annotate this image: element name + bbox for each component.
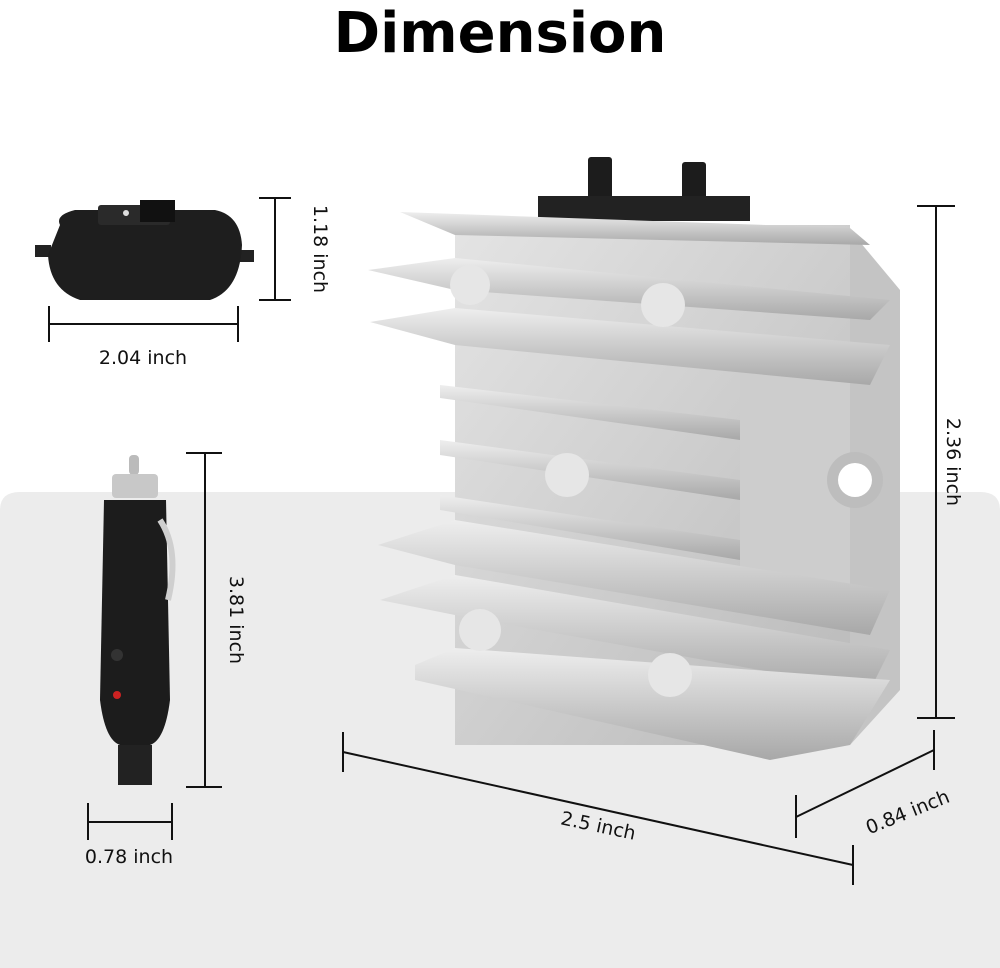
heatsink-height-label: 2.36 inch (942, 418, 964, 506)
heatsink-height-dimension (917, 205, 955, 719)
plug-length-label: 3.81 inch (225, 576, 247, 664)
switch-width-dimension (48, 306, 239, 342)
page-title: Dimension (334, 1, 667, 66)
switch-width-label: 2.04 inch (99, 347, 187, 369)
heatsink-image (368, 157, 900, 760)
switch-height-dimension (259, 197, 291, 301)
cigarette-plug-image (100, 455, 176, 785)
plug-length-dimension (186, 452, 222, 788)
heatsink-width-dimension (342, 732, 854, 885)
switch-box-image (35, 200, 254, 300)
heatsink-depth-dimension (795, 730, 935, 838)
plug-width-label: 0.78 inch (85, 846, 173, 868)
switch-height-label: 1.18 inch (309, 205, 331, 293)
plug-width-dimension (87, 803, 173, 840)
